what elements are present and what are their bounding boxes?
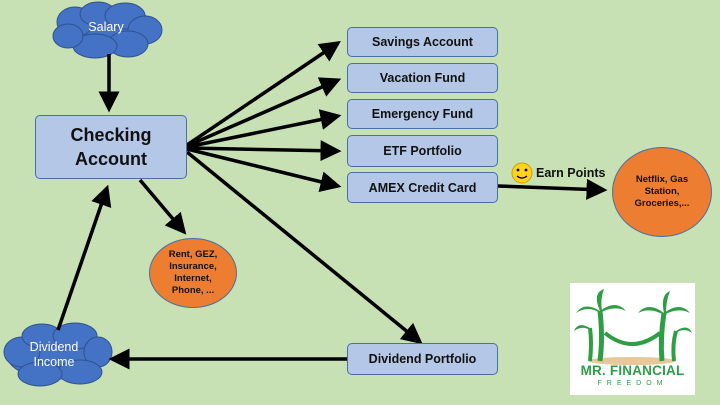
savings-account-node[interactable]: Savings Account <box>347 27 498 57</box>
fixed-expenses-label: Rent, GEZ, Insurance, Internet, Phone, .… <box>168 249 218 296</box>
arrow-amex-to-spending <box>497 178 608 200</box>
arrow-income-to-checking <box>56 184 112 331</box>
mr-financial-freedom-logo: MR. FINANCIAL FREEDOM <box>570 283 695 395</box>
logo-subtitle: FREEDOM <box>597 380 668 387</box>
vacation-fund-label: Vacation Fund <box>379 71 466 85</box>
emergency-fund-label: Emergency Fund <box>371 107 474 121</box>
variable-spending-label: Netflix, Gas Station, Groceries,... <box>634 174 690 209</box>
salary-cloud-shape <box>52 1 163 59</box>
arrow-checking-to-savings <box>186 41 341 147</box>
arrow-checking-to-expenses <box>138 178 187 235</box>
fixed-expenses-node[interactable]: Rent, GEZ, Insurance, Internet, Phone, .… <box>149 238 237 308</box>
emergency-fund-node[interactable]: Emergency Fund <box>347 99 498 129</box>
amex-credit-card-node[interactable]: AMEX Credit Card <box>347 172 498 203</box>
logo-title: MR. FINANCIAL <box>580 363 685 378</box>
earn-points-label: Earn Points <box>536 166 606 180</box>
amex-credit-card-label: AMEX Credit Card <box>368 180 477 195</box>
arrow-checking-to-etf <box>186 140 342 162</box>
dividend-income-label: Dividend Income <box>29 340 79 369</box>
etf-portfolio-label: ETF Portfolio <box>383 144 462 158</box>
checking-account-label: Checking Account <box>70 125 152 169</box>
dividend-income-cloud-shape <box>3 322 113 387</box>
vacation-fund-node[interactable]: Vacation Fund <box>347 63 498 93</box>
arrow-checking-to-dividend-portfolio <box>185 150 423 345</box>
smiley-icon <box>511 162 533 184</box>
dividend-portfolio-node[interactable]: Dividend Portfolio <box>347 343 498 375</box>
variable-spending-node[interactable]: Netflix, Gas Station, Groceries,... <box>612 147 712 237</box>
salary-label: Salary <box>88 20 124 34</box>
etf-portfolio-node[interactable]: ETF Portfolio <box>347 135 498 167</box>
arrow-checking-to-vacation <box>186 77 342 148</box>
arrow-checking-to-emergency <box>186 109 342 149</box>
arrow-checking-to-amex <box>186 147 342 193</box>
palm-trees-icon <box>574 289 692 365</box>
savings-account-label: Savings Account <box>372 35 473 49</box>
checking-account-node[interactable]: Checking Account <box>35 115 187 179</box>
dividend-portfolio-label: Dividend Portfolio <box>368 352 477 366</box>
